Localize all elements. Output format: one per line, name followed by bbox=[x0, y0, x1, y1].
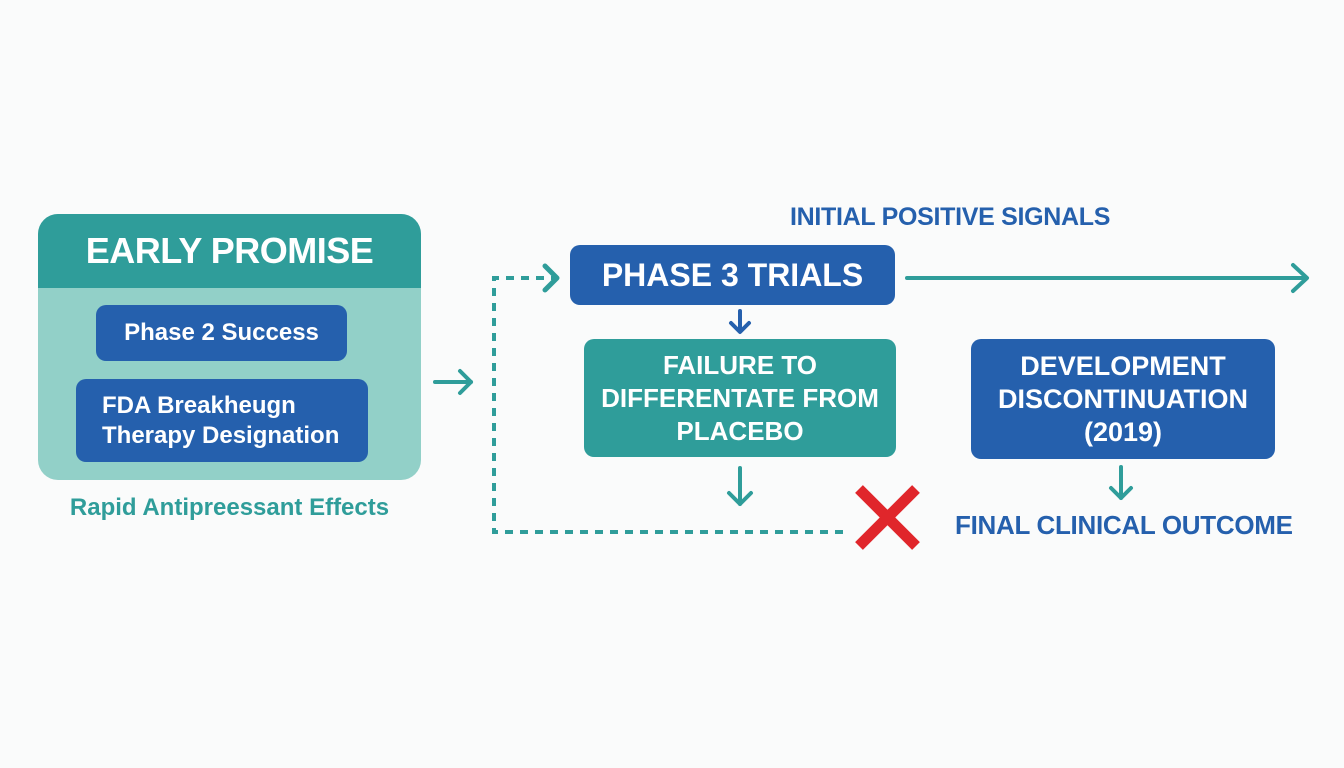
phase-2-success-label: Phase 2 Success bbox=[124, 319, 319, 346]
arrow-down-icon bbox=[729, 309, 751, 334]
phase-3-trials-box: PHASE 3 TRIALS bbox=[570, 245, 895, 305]
fda-designation-box: FDA Breakheugn Therapy Designation bbox=[76, 379, 368, 462]
early-promise-title: EARLY PROMISE bbox=[85, 230, 374, 271]
phase-3-trials-label: PHASE 3 TRIALS bbox=[601, 256, 864, 293]
dashed-feedback-arrow-icon bbox=[492, 263, 843, 534]
fda-designation-label: FDA Breakheugn Therapy Designation bbox=[102, 391, 340, 449]
discontinuation-box: DEVELOPMENT DISCONTINUATION (2019) bbox=[971, 339, 1275, 459]
discontinuation-label: DEVELOPMENT DISCONTINUATION (2019) bbox=[998, 350, 1248, 447]
failure-box: FAILURE TO DIFFERENTATE FROM PLACEBO bbox=[584, 339, 896, 457]
arrow-down-icon bbox=[727, 466, 753, 506]
arrow-down-icon bbox=[1109, 465, 1133, 500]
final-outcome-label: FINAL CLINICAL OUTCOME bbox=[955, 510, 1293, 540]
arrow-right-icon bbox=[433, 369, 473, 395]
phase-2-success-box: Phase 2 Success bbox=[96, 305, 347, 361]
red-x-icon bbox=[855, 485, 920, 550]
initial-signals-annotation: INITIAL POSITIVE SIGNALS bbox=[790, 203, 1111, 231]
early-promise-header: EARLY PROMISE bbox=[38, 214, 421, 288]
arrow-right-long-icon bbox=[905, 263, 1309, 293]
failure-label: FAILURE TO DIFFERENTATE FROM PLACEBO bbox=[601, 349, 879, 446]
early-promise-caption: Rapid Antipreessant Effects bbox=[69, 494, 390, 521]
